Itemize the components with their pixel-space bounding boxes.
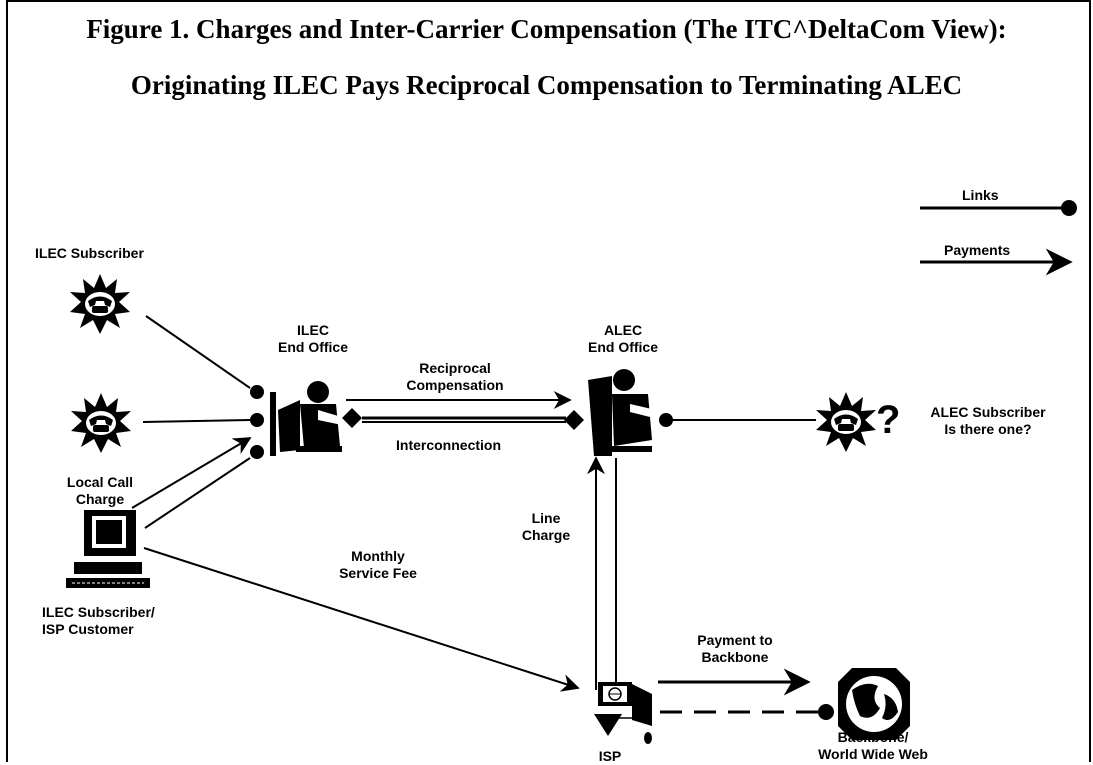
- link-dot: [818, 704, 834, 720]
- alec-end-office-label: ALEC End Office: [568, 322, 678, 356]
- backbone-label: Backbone/ World Wide Web: [808, 729, 938, 763]
- reciprocal-compensation-label: Reciprocal Compensation: [380, 360, 530, 394]
- legend-payments-label: Payments: [944, 242, 1010, 259]
- ilec-subscriber-label: ILEC Subscriber: [35, 245, 144, 262]
- isp-label: ISP: [590, 748, 630, 765]
- isp-server-icon: [594, 682, 652, 744]
- computer-icon: [66, 510, 150, 588]
- phone-burst-icon: [70, 274, 130, 334]
- link-line: [143, 420, 250, 422]
- legend-link-dot: [1061, 200, 1077, 216]
- phone-burst-icon: [816, 392, 876, 452]
- legend-links-label: Links: [962, 187, 999, 204]
- phone-burst-icon: [71, 393, 131, 453]
- question-mark: ?: [876, 398, 900, 442]
- link-dot: [250, 413, 264, 427]
- link-line: [146, 316, 250, 388]
- monthly-service-fee-label: Monthly Service Fee: [318, 548, 438, 582]
- payment-to-backbone-label: Payment to Backbone: [680, 632, 790, 666]
- alec-subscriber-label: ALEC Subscriber Is there one?: [918, 404, 1058, 438]
- interconnection-label: Interconnection: [396, 437, 501, 454]
- operator-icon: [588, 369, 656, 456]
- alec-diamond: [564, 410, 584, 430]
- link-dot: [250, 445, 264, 459]
- local-call-charge-label: Local Call Charge: [50, 474, 150, 508]
- isp-customer-label: ILEC Subscriber/ ISP Customer: [42, 604, 155, 638]
- operator-icon: [270, 381, 345, 456]
- link-dot: [250, 385, 264, 399]
- ilec-end-office-label: ILEC End Office: [258, 322, 368, 356]
- line-charge-label: Line Charge: [506, 510, 586, 544]
- ilec-diamond: [342, 408, 362, 428]
